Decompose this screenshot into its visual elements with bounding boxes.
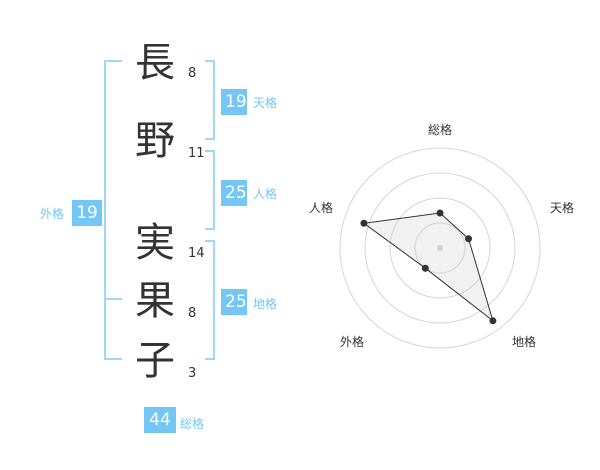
gaikaku-badge: 19 (72, 200, 102, 226)
name-char-5: 子 (135, 338, 175, 384)
name-char-2: 野 (135, 118, 175, 164)
jinkaku-bracket-top (205, 150, 215, 152)
radar-point (436, 209, 444, 217)
tenkaku-bracket-bottom (205, 138, 215, 140)
radar-point (360, 219, 368, 227)
radar-center (437, 245, 443, 251)
stroke-count-1: 8 (188, 66, 197, 81)
name-char-4: 果 (135, 278, 175, 324)
stroke-count-5: 3 (188, 366, 197, 381)
gaikaku-bracket-top (104, 60, 122, 62)
radar-label-tenkaku: 天格 (550, 201, 575, 215)
stroke-count-2: 11 (188, 146, 205, 161)
stroke-count-3: 14 (188, 246, 205, 261)
stroke-count-4: 8 (188, 306, 197, 321)
chikaku-bracket-vertical (213, 240, 215, 360)
gaikaku-bracket-vertical (104, 60, 106, 360)
jinkaku-bracket-bottom (205, 228, 215, 230)
gaikaku-label: 外格 (40, 207, 65, 221)
radar-label-soukaku: 総格 (428, 123, 453, 137)
name-char-3: 実 (135, 220, 175, 266)
jinkaku-badge: 25 (221, 180, 247, 206)
gaikaku-bracket-bottom (104, 358, 122, 360)
radar-point (421, 264, 429, 272)
chikaku-bracket-top (205, 240, 215, 242)
chikaku-bracket-bottom (205, 358, 215, 360)
radar-ring (364, 172, 516, 324)
radar-point (489, 317, 497, 325)
gaikaku-bracket-mid (104, 298, 122, 300)
soukaku-badge: 44 (144, 407, 176, 433)
tenkaku-badge: 19 (221, 89, 247, 115)
tenkaku-label: 天格 (253, 96, 278, 110)
radar-label-gaikaku: 外格 (340, 335, 365, 349)
radar-ring (414, 222, 466, 274)
name-char-1: 長 (135, 40, 175, 86)
radar-label-chikaku: 地格 (512, 335, 537, 349)
jinkaku-bracket-vertical (213, 150, 215, 230)
chikaku-badge: 25 (221, 289, 247, 315)
tenkaku-bracket-vertical (213, 60, 215, 140)
tenkaku-bracket-top (205, 60, 215, 62)
radar-ring (389, 197, 491, 299)
soukaku-label: 総格 (180, 417, 205, 431)
jinkaku-label: 人格 (253, 187, 278, 201)
radar-label-jinkaku: 人格 (309, 201, 334, 215)
radar-point (465, 235, 473, 243)
radar-ring (339, 147, 541, 349)
chikaku-label: 地格 (253, 297, 278, 311)
